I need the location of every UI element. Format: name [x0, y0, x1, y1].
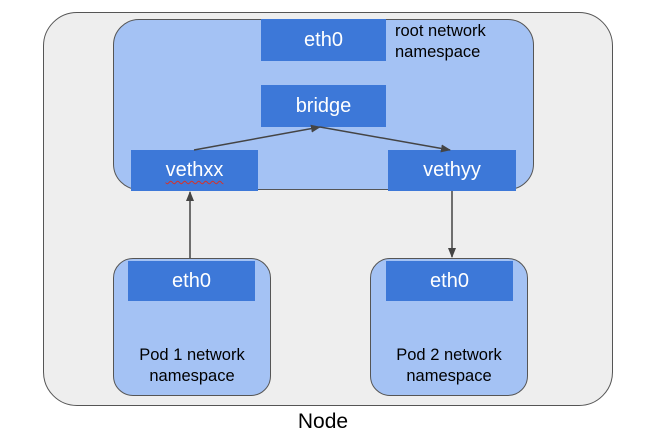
pod2-eth0-label: eth0 [430, 269, 469, 292]
vethyy-interface: vethyy [388, 150, 516, 191]
arrow-vethxx-to-bridge [193, 124, 321, 151]
root-eth0-label: eth0 [304, 28, 343, 51]
pod1-eth0-label: eth0 [172, 269, 211, 292]
pod1-namespace-label-line1: Pod 1 network [139, 346, 245, 364]
pod2-namespace-label-line2: namespace [406, 367, 492, 385]
pod1-eth0-interface: eth0 [128, 261, 255, 301]
pod2-eth0-interface: eth0 [386, 261, 513, 301]
root-namespace-label-line1: root network [395, 22, 486, 40]
vethxx-interface: vethxx [131, 150, 258, 191]
root-namespace-label: root network namespace [395, 21, 486, 63]
bridge-label: bridge [295, 94, 352, 117]
pod2-namespace-label: Pod 2 network namespace [370, 345, 528, 387]
arrow-bridge-to-vethyy [319, 126, 451, 153]
pod1-namespace-label-line2: namespace [149, 367, 235, 385]
root-namespace-label-line2: namespace [395, 43, 481, 61]
pod1-namespace-label: Pod 1 network namespace [113, 345, 271, 387]
pod2-namespace-label-line1: Pod 2 network [396, 346, 502, 364]
node-label: Node [297, 410, 349, 433]
root-eth0-interface: eth0 [261, 19, 386, 61]
vethxx-label: vethxx [165, 159, 224, 181]
bridge-interface: bridge [261, 85, 386, 127]
vethyy-label: vethyy [423, 159, 481, 181]
